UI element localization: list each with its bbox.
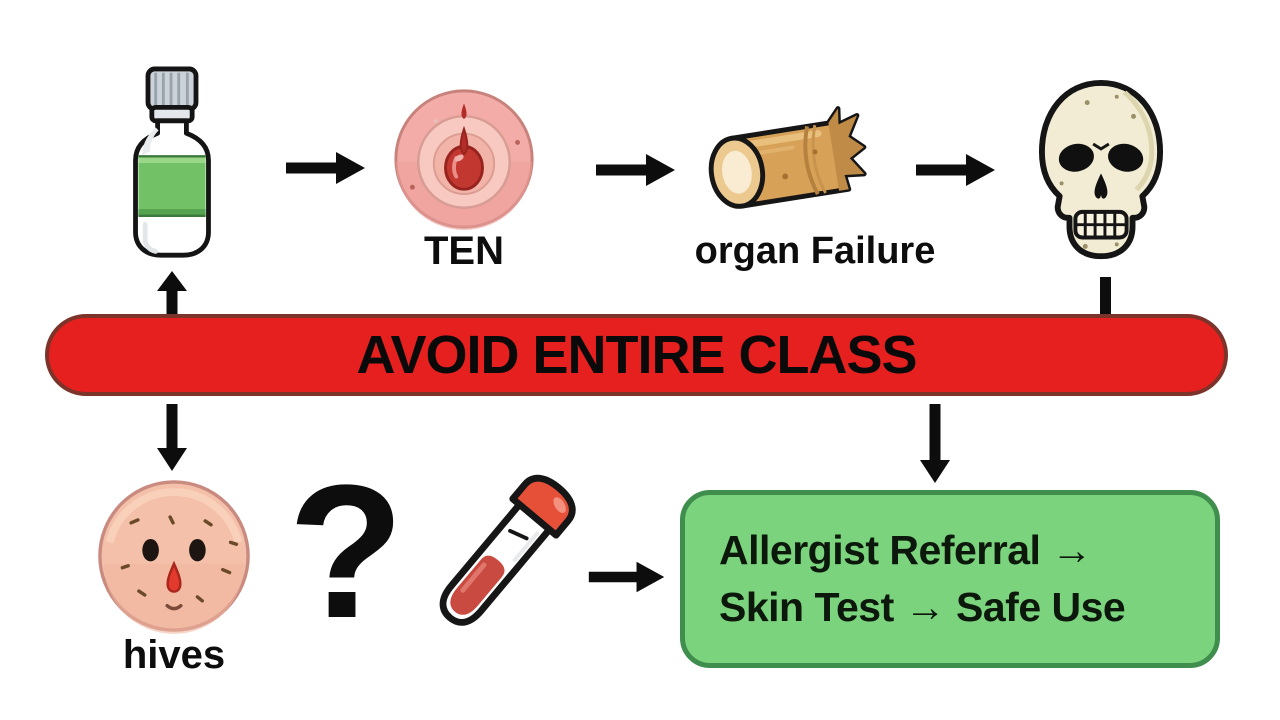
arrow-right-icon — [596, 148, 676, 192]
arrow-right-icon — [286, 146, 366, 190]
skull-to-banner-connector — [1100, 277, 1111, 317]
broken-log-icon — [697, 104, 893, 222]
skin-lesion-icon — [391, 86, 537, 232]
hives-face-icon — [96, 478, 252, 634]
outcome-line-1: Allergist Referral → — [719, 526, 1092, 573]
hives-label: hives — [122, 633, 226, 677]
outcome-line-2: Skin Test → Safe Use — [719, 584, 1126, 630]
organ-failure-label: organ Failure — [694, 230, 936, 272]
arrow-right-icon — [916, 148, 996, 192]
blood-test-tube-icon — [405, 462, 590, 660]
medication-vial-icon — [124, 62, 220, 266]
arrow-down-icon — [152, 404, 192, 472]
arrow-right-icon — [588, 556, 666, 598]
avoid-class-banner: AVOID ENTIRE CLASS — [45, 314, 1228, 396]
arrow-up-icon — [152, 271, 192, 317]
question-mark: ? — [288, 446, 405, 658]
outcome-box: Allergist Referral → Skin Test → Safe Us… — [680, 490, 1220, 668]
avoid-class-banner-text: AVOID ENTIRE CLASS — [356, 325, 917, 385]
ten-label: TEN — [424, 229, 504, 273]
arrow-down-icon — [915, 404, 955, 484]
skull-icon — [1031, 77, 1171, 269]
